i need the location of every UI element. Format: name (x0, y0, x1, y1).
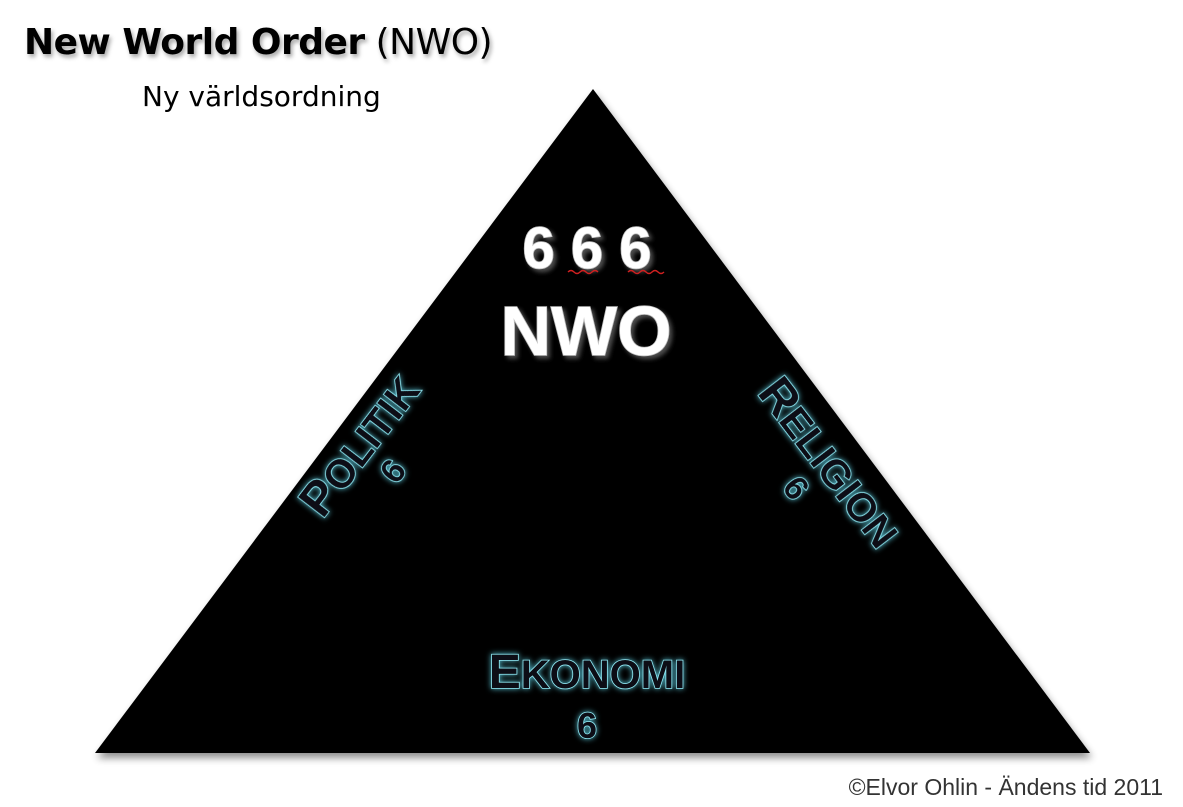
spellcheck-underline (567, 269, 665, 275)
title-main: New World Order (24, 22, 365, 63)
copyright-text: ©Elvor Ohlin - Ändens tid 2011 (848, 774, 1163, 800)
bottom-side-number: 6 (577, 705, 597, 746)
center-label: NWO (500, 292, 671, 370)
bottom-side-label-first: E (489, 646, 521, 699)
page-title: New World Order (NWO) (24, 22, 493, 63)
title-abbr: (NWO) (375, 22, 493, 63)
pyramid-triangle (95, 89, 1090, 753)
bottom-side-group: EKONOMI 6 (488, 645, 686, 747)
page-subtitle: Ny världsordning (142, 80, 381, 113)
bottom-side-label: EKONOMI (489, 646, 685, 699)
bottom-side-label-rest: KONOMI (521, 653, 685, 697)
